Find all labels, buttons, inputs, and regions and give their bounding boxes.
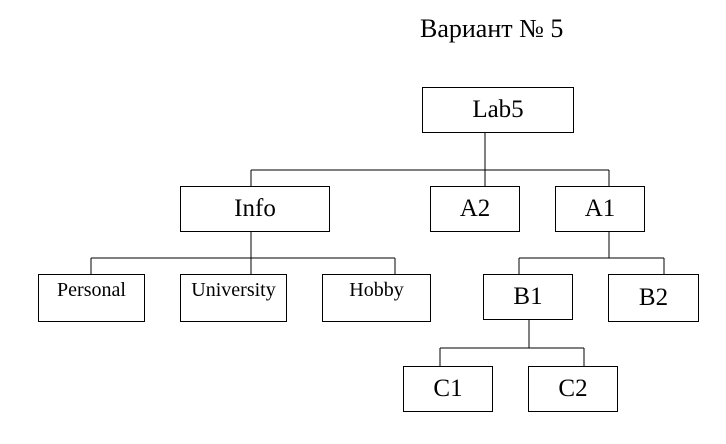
node-label: Personal (57, 279, 126, 301)
node-b1: B1 (483, 274, 573, 320)
node-label: C1 (433, 375, 463, 402)
node-info: Info (180, 186, 330, 232)
node-label: University (191, 279, 276, 301)
node-label: B1 (513, 283, 543, 310)
node-label: C2 (558, 375, 588, 402)
node-hobby: Hobby (322, 274, 431, 322)
node-a2: A2 (430, 186, 520, 232)
node-label: A2 (459, 195, 491, 222)
node-personal: Personal (38, 274, 145, 322)
node-c2: C2 (528, 366, 618, 412)
node-label: Hobby (349, 279, 404, 301)
diagram-title: Вариант № 5 (420, 14, 564, 43)
node-label: Lab5 (472, 96, 524, 123)
node-label: Info (234, 195, 276, 222)
node-lab5: Lab5 (422, 87, 574, 133)
node-a1: A1 (555, 186, 645, 232)
node-label: B2 (638, 284, 669, 311)
node-b2: B2 (608, 274, 699, 322)
node-university: University (180, 274, 287, 322)
node-label: A1 (584, 195, 616, 222)
node-c1: C1 (403, 366, 493, 412)
